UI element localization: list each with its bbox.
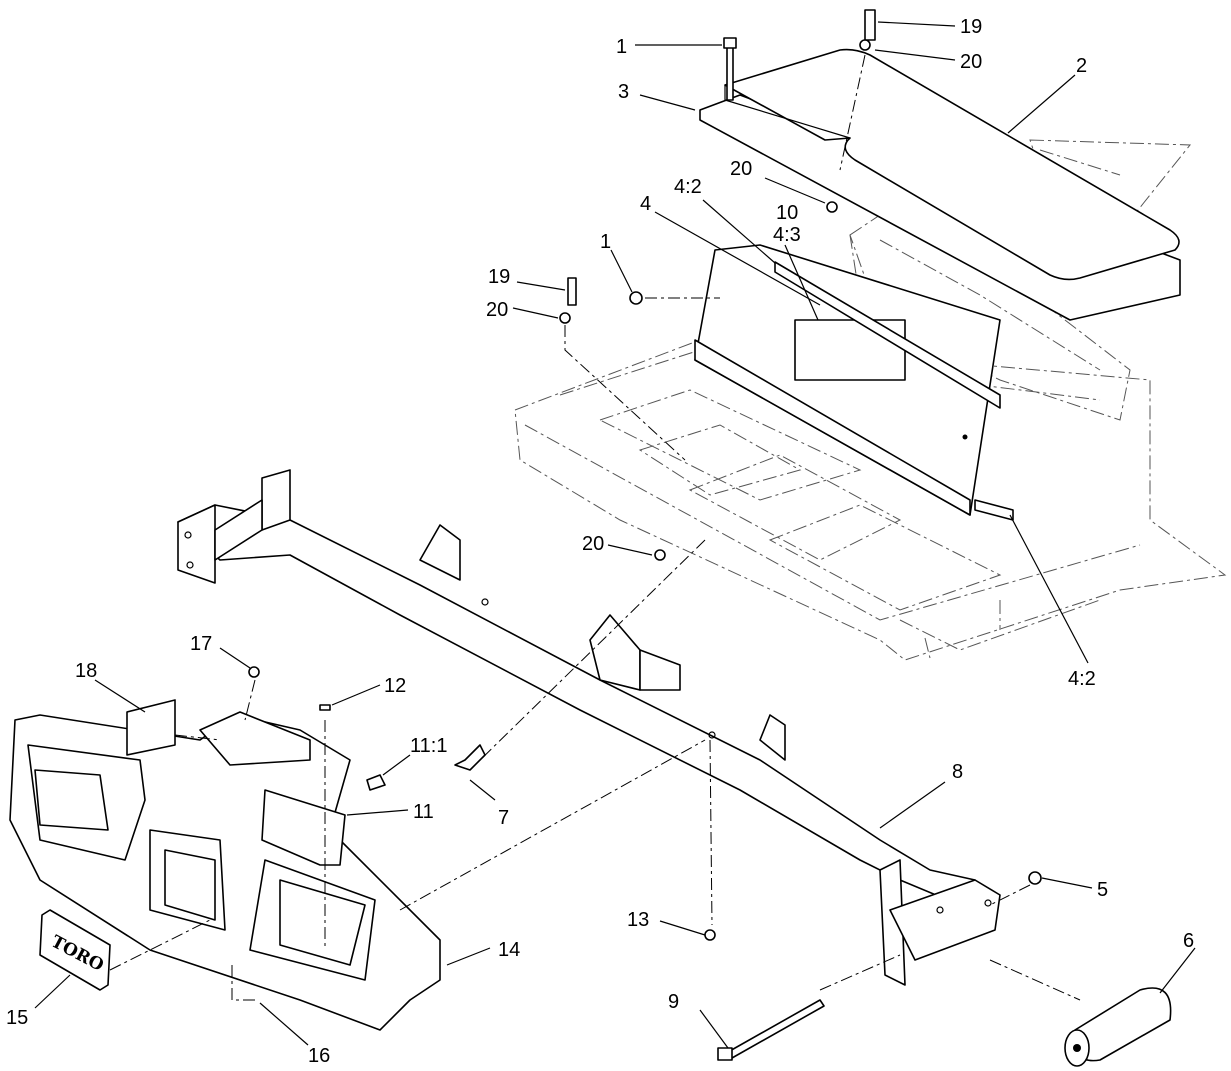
callout-17: 17 bbox=[190, 633, 212, 655]
callout-7: 7 bbox=[498, 807, 509, 829]
leader-lines bbox=[34, 21, 1196, 1049]
shield-plate bbox=[694, 244, 1014, 521]
decal-18 bbox=[126, 699, 176, 756]
callout-12: 12 bbox=[384, 675, 406, 697]
callout-20-left: 20 bbox=[486, 299, 508, 321]
toro-badge: TORO bbox=[39, 909, 111, 991]
assembly-lines bbox=[109, 54, 1081, 1001]
callout-4-3: 4:3 bbox=[773, 224, 801, 246]
callout-20-lower: 20 bbox=[582, 533, 604, 555]
callout-10: 10 bbox=[776, 202, 798, 224]
callout-6: 6 bbox=[1183, 930, 1194, 952]
callout-20-top: 20 bbox=[960, 51, 982, 73]
front-housing bbox=[9, 711, 441, 1031]
long-bolt bbox=[717, 999, 825, 1061]
callout-11: 11 bbox=[413, 801, 434, 823]
callout-2: 2 bbox=[1076, 55, 1087, 77]
roller bbox=[1064, 987, 1172, 1067]
callout-11-1: 11:1 bbox=[410, 735, 447, 757]
callout-8: 8 bbox=[952, 761, 963, 783]
callout-19-top: 19 bbox=[960, 16, 982, 38]
callout-3: 3 bbox=[618, 81, 629, 103]
callout-1-top: 1 bbox=[616, 36, 627, 58]
callout-4-2-bottom: 4:2 bbox=[1068, 668, 1096, 690]
callout-5: 5 bbox=[1097, 879, 1108, 901]
callouts: 1 19 20 2 3 20 4:2 4 10 4:3 1 19 20 20 4… bbox=[6, 16, 1194, 1067]
top-cover-plate bbox=[699, 48, 1181, 321]
callout-4-2-top: 4:2 bbox=[674, 176, 702, 198]
callout-4: 4 bbox=[640, 193, 651, 215]
callout-20-mid: 20 bbox=[730, 158, 752, 180]
callout-18: 18 bbox=[75, 660, 97, 682]
callout-13: 13 bbox=[627, 909, 649, 931]
fasteners bbox=[248, 9, 1042, 941]
callout-16: 16 bbox=[308, 1045, 330, 1067]
callout-1-mid: 1 bbox=[600, 231, 611, 253]
callout-15: 15 bbox=[6, 1007, 28, 1029]
bumper-frame bbox=[177, 469, 1001, 986]
callout-14: 14 bbox=[498, 939, 520, 961]
callout-19-left: 19 bbox=[488, 266, 510, 288]
callout-9: 9 bbox=[668, 991, 679, 1013]
